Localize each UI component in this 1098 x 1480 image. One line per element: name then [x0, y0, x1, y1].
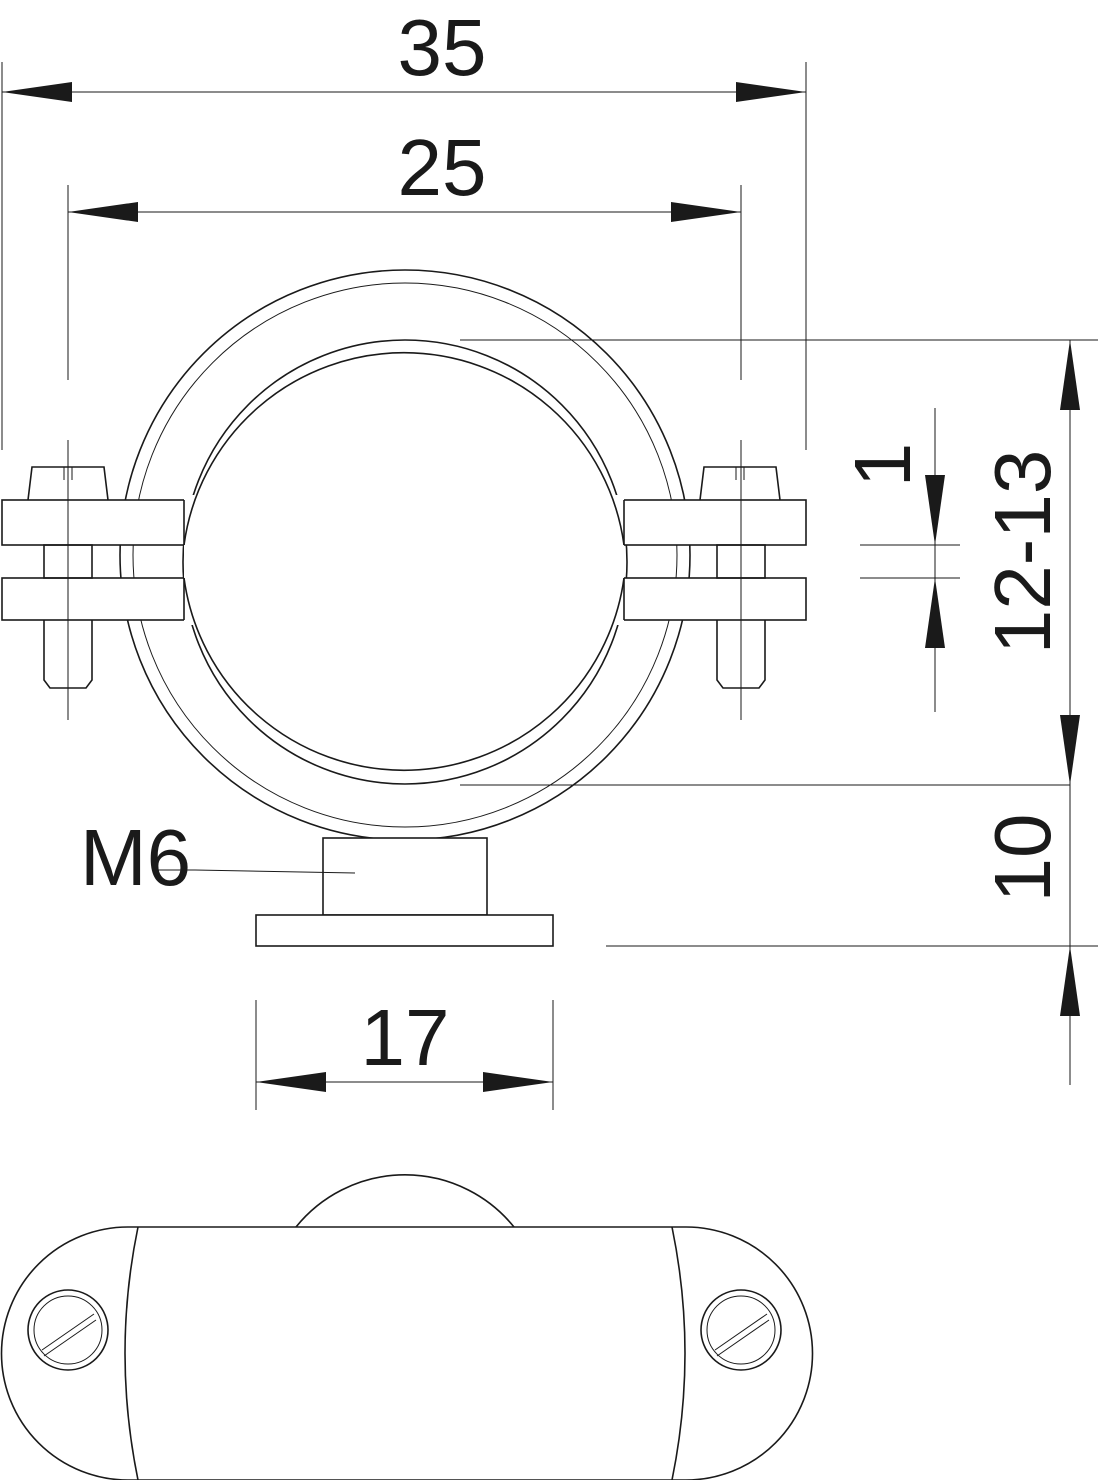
screw-left	[27, 440, 109, 720]
thread-callout: M6	[80, 813, 356, 902]
dimension-gap: 1	[838, 408, 960, 712]
dimension-1-label: 1	[838, 443, 927, 488]
dimension-12-13-label: 12-13	[978, 450, 1067, 655]
dimension-base-height: 10	[978, 814, 1080, 1016]
dimension-17-label: 17	[361, 993, 450, 1082]
thread-label: M6	[80, 813, 191, 902]
dimension-hole-spacing: 25	[67, 123, 742, 380]
clamp-front-view	[1, 269, 1098, 947]
dimension-10-label: 10	[978, 814, 1067, 903]
screw-head-left	[27, 1289, 109, 1371]
dimension-35-label: 35	[398, 3, 487, 92]
dimension-clamp-range: 12-13	[978, 340, 1080, 1085]
dimension-25-label: 25	[398, 123, 487, 212]
dimension-overall-width: 35	[1, 3, 807, 450]
clamp-top-view	[0, 1174, 814, 1480]
dimension-base-width: 17	[255, 993, 554, 1110]
screw-head-right	[700, 1289, 782, 1371]
screw-right	[699, 440, 781, 720]
